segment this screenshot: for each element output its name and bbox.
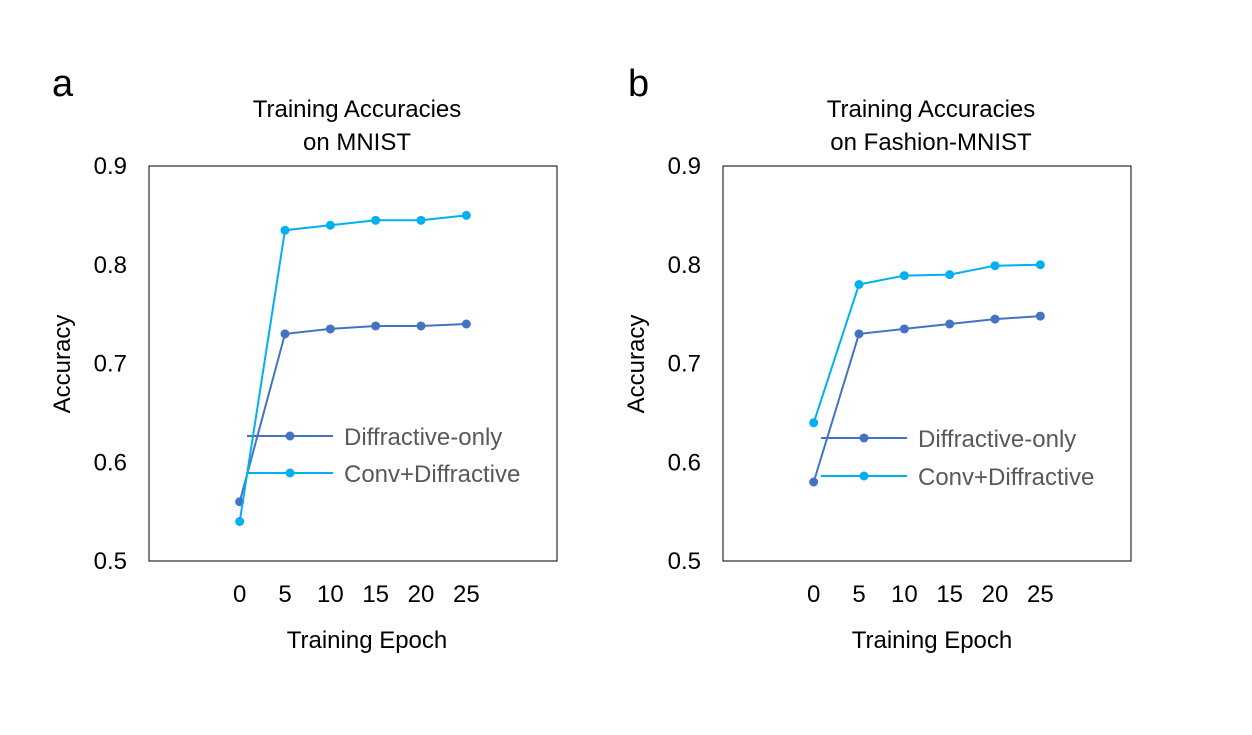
y-tick-label: 0.8 — [668, 252, 701, 279]
data-point-diffractive-only — [945, 319, 955, 329]
data-point-conv-diffractive — [325, 220, 335, 230]
data-point-conv-diffractive — [461, 210, 471, 220]
data-point-conv-diffractive — [280, 225, 290, 235]
y-tick-label: 0.9 — [668, 153, 701, 180]
legend-marker-diffractive-only — [285, 431, 295, 441]
chart-title-line: on Fashion-MNIST — [830, 129, 1032, 156]
legend-marker-conv-diffractive — [285, 468, 295, 478]
x-tick-label: 5 — [278, 581, 291, 608]
series-line-conv-diffractive — [238, 214, 467, 522]
x-tick-label: 15 — [936, 581, 963, 608]
x-axis-label: Training Epoch — [852, 627, 1013, 654]
data-point-diffractive-only — [371, 321, 381, 331]
y-axis-label: Accuracy — [623, 315, 650, 414]
x-tick-label: 15 — [362, 581, 389, 608]
x-tick-label: 20 — [408, 581, 435, 608]
data-point-diffractive-only — [280, 329, 290, 339]
data-point-conv-diffractive — [945, 270, 955, 280]
legend-label-conv-diffractive: Conv+Diffractive — [344, 461, 520, 488]
legend-marker-conv-diffractive — [859, 471, 869, 481]
y-tick-label: 0.6 — [668, 449, 701, 476]
legend-label-diffractive-only: Diffractive-only — [918, 426, 1076, 453]
y-tick-label: 0.8 — [94, 252, 127, 279]
data-point-diffractive-only — [325, 324, 335, 334]
data-point-conv-diffractive — [899, 271, 909, 281]
plot-area-frame — [148, 165, 558, 562]
y-tick-label: 0.7 — [668, 351, 701, 378]
y-tick-label: 0.5 — [668, 548, 701, 575]
data-point-diffractive-only — [461, 319, 471, 329]
data-point-conv-diffractive — [1035, 260, 1045, 270]
data-point-diffractive-only — [899, 324, 909, 334]
x-tick-label: 0 — [233, 581, 246, 608]
data-point-diffractive-only — [1035, 311, 1045, 321]
panel-letter: b — [628, 63, 649, 105]
x-tick-label: 25 — [1027, 581, 1054, 608]
panel-letter: a — [52, 63, 74, 105]
plot-area-frame — [722, 165, 1132, 562]
x-tick-label: 0 — [807, 581, 820, 608]
chart-title-line: Training Accuracies — [253, 96, 462, 123]
data-point-conv-diffractive — [235, 517, 245, 526]
x-tick-label: 10 — [891, 581, 918, 608]
x-axis-label: Training Epoch — [287, 627, 448, 654]
data-point-diffractive-only — [809, 477, 819, 487]
y-tick-label: 0.7 — [94, 351, 127, 378]
x-tick-label: 20 — [982, 581, 1009, 608]
data-point-diffractive-only — [990, 314, 1000, 324]
data-point-conv-diffractive — [416, 215, 426, 225]
y-axis-label: Accuracy — [49, 315, 76, 414]
legend-label-diffractive-only: Diffractive-only — [344, 424, 502, 451]
y-tick-label: 0.6 — [94, 449, 127, 476]
series-line-conv-diffractive — [812, 263, 1041, 424]
series-line-diffractive-only — [812, 315, 1041, 483]
legend-marker-diffractive-only — [859, 433, 869, 443]
data-point-conv-diffractive — [854, 280, 864, 289]
x-tick-label: 25 — [453, 581, 480, 608]
y-tick-label: 0.9 — [94, 153, 127, 180]
y-tick-label: 0.5 — [94, 548, 127, 575]
x-tick-label: 5 — [852, 581, 865, 608]
legend-label-conv-diffractive: Conv+Diffractive — [918, 464, 1094, 491]
data-point-conv-diffractive — [990, 261, 1000, 271]
data-point-conv-diffractive — [371, 215, 381, 225]
series-line-diffractive-only — [238, 323, 467, 502]
chart-title-line: on MNIST — [303, 129, 411, 156]
x-tick-label: 10 — [317, 581, 344, 608]
data-point-conv-diffractive — [809, 418, 819, 428]
data-point-diffractive-only — [854, 329, 864, 339]
chart-title-line: Training Accuracies — [827, 96, 1036, 123]
data-point-diffractive-only — [416, 321, 426, 331]
